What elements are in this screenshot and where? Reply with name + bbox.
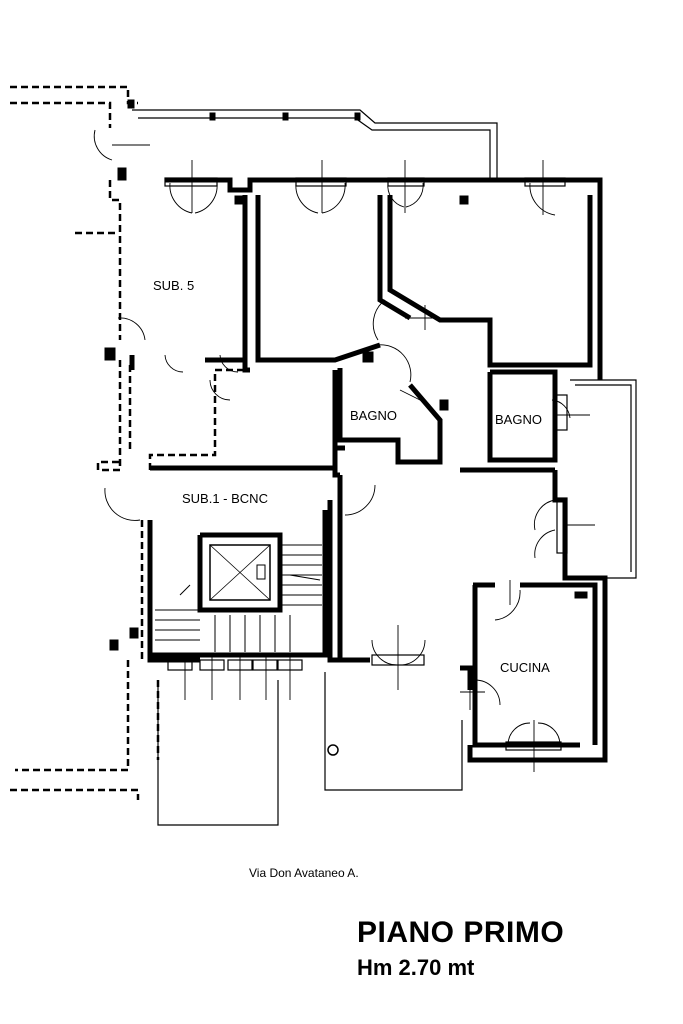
dashed-boundary — [10, 85, 245, 800]
room-label-bagno-left: BAGNO — [350, 408, 397, 423]
elevator — [209, 544, 271, 601]
room-label-bagno-right: BAGNO — [495, 412, 542, 427]
height-note: Hm 2.70 mt — [357, 955, 475, 980]
plan-title: PIANO PRIMO — [357, 916, 565, 949]
stair-treads — [155, 544, 322, 652]
main-walls — [129, 177, 608, 763]
room-label-sub5: SUB. 5 — [153, 278, 194, 293]
street-label: Via Don Avataneo A. — [249, 866, 359, 880]
room-label-cucina: CUCINA — [500, 660, 550, 675]
window-marks — [104, 99, 588, 651]
drain-symbol — [327, 744, 339, 756]
door-swings — [93, 129, 595, 772]
window-frames — [164, 177, 568, 751]
room-label-sub1: SUB.1 - BCNC — [182, 491, 268, 506]
